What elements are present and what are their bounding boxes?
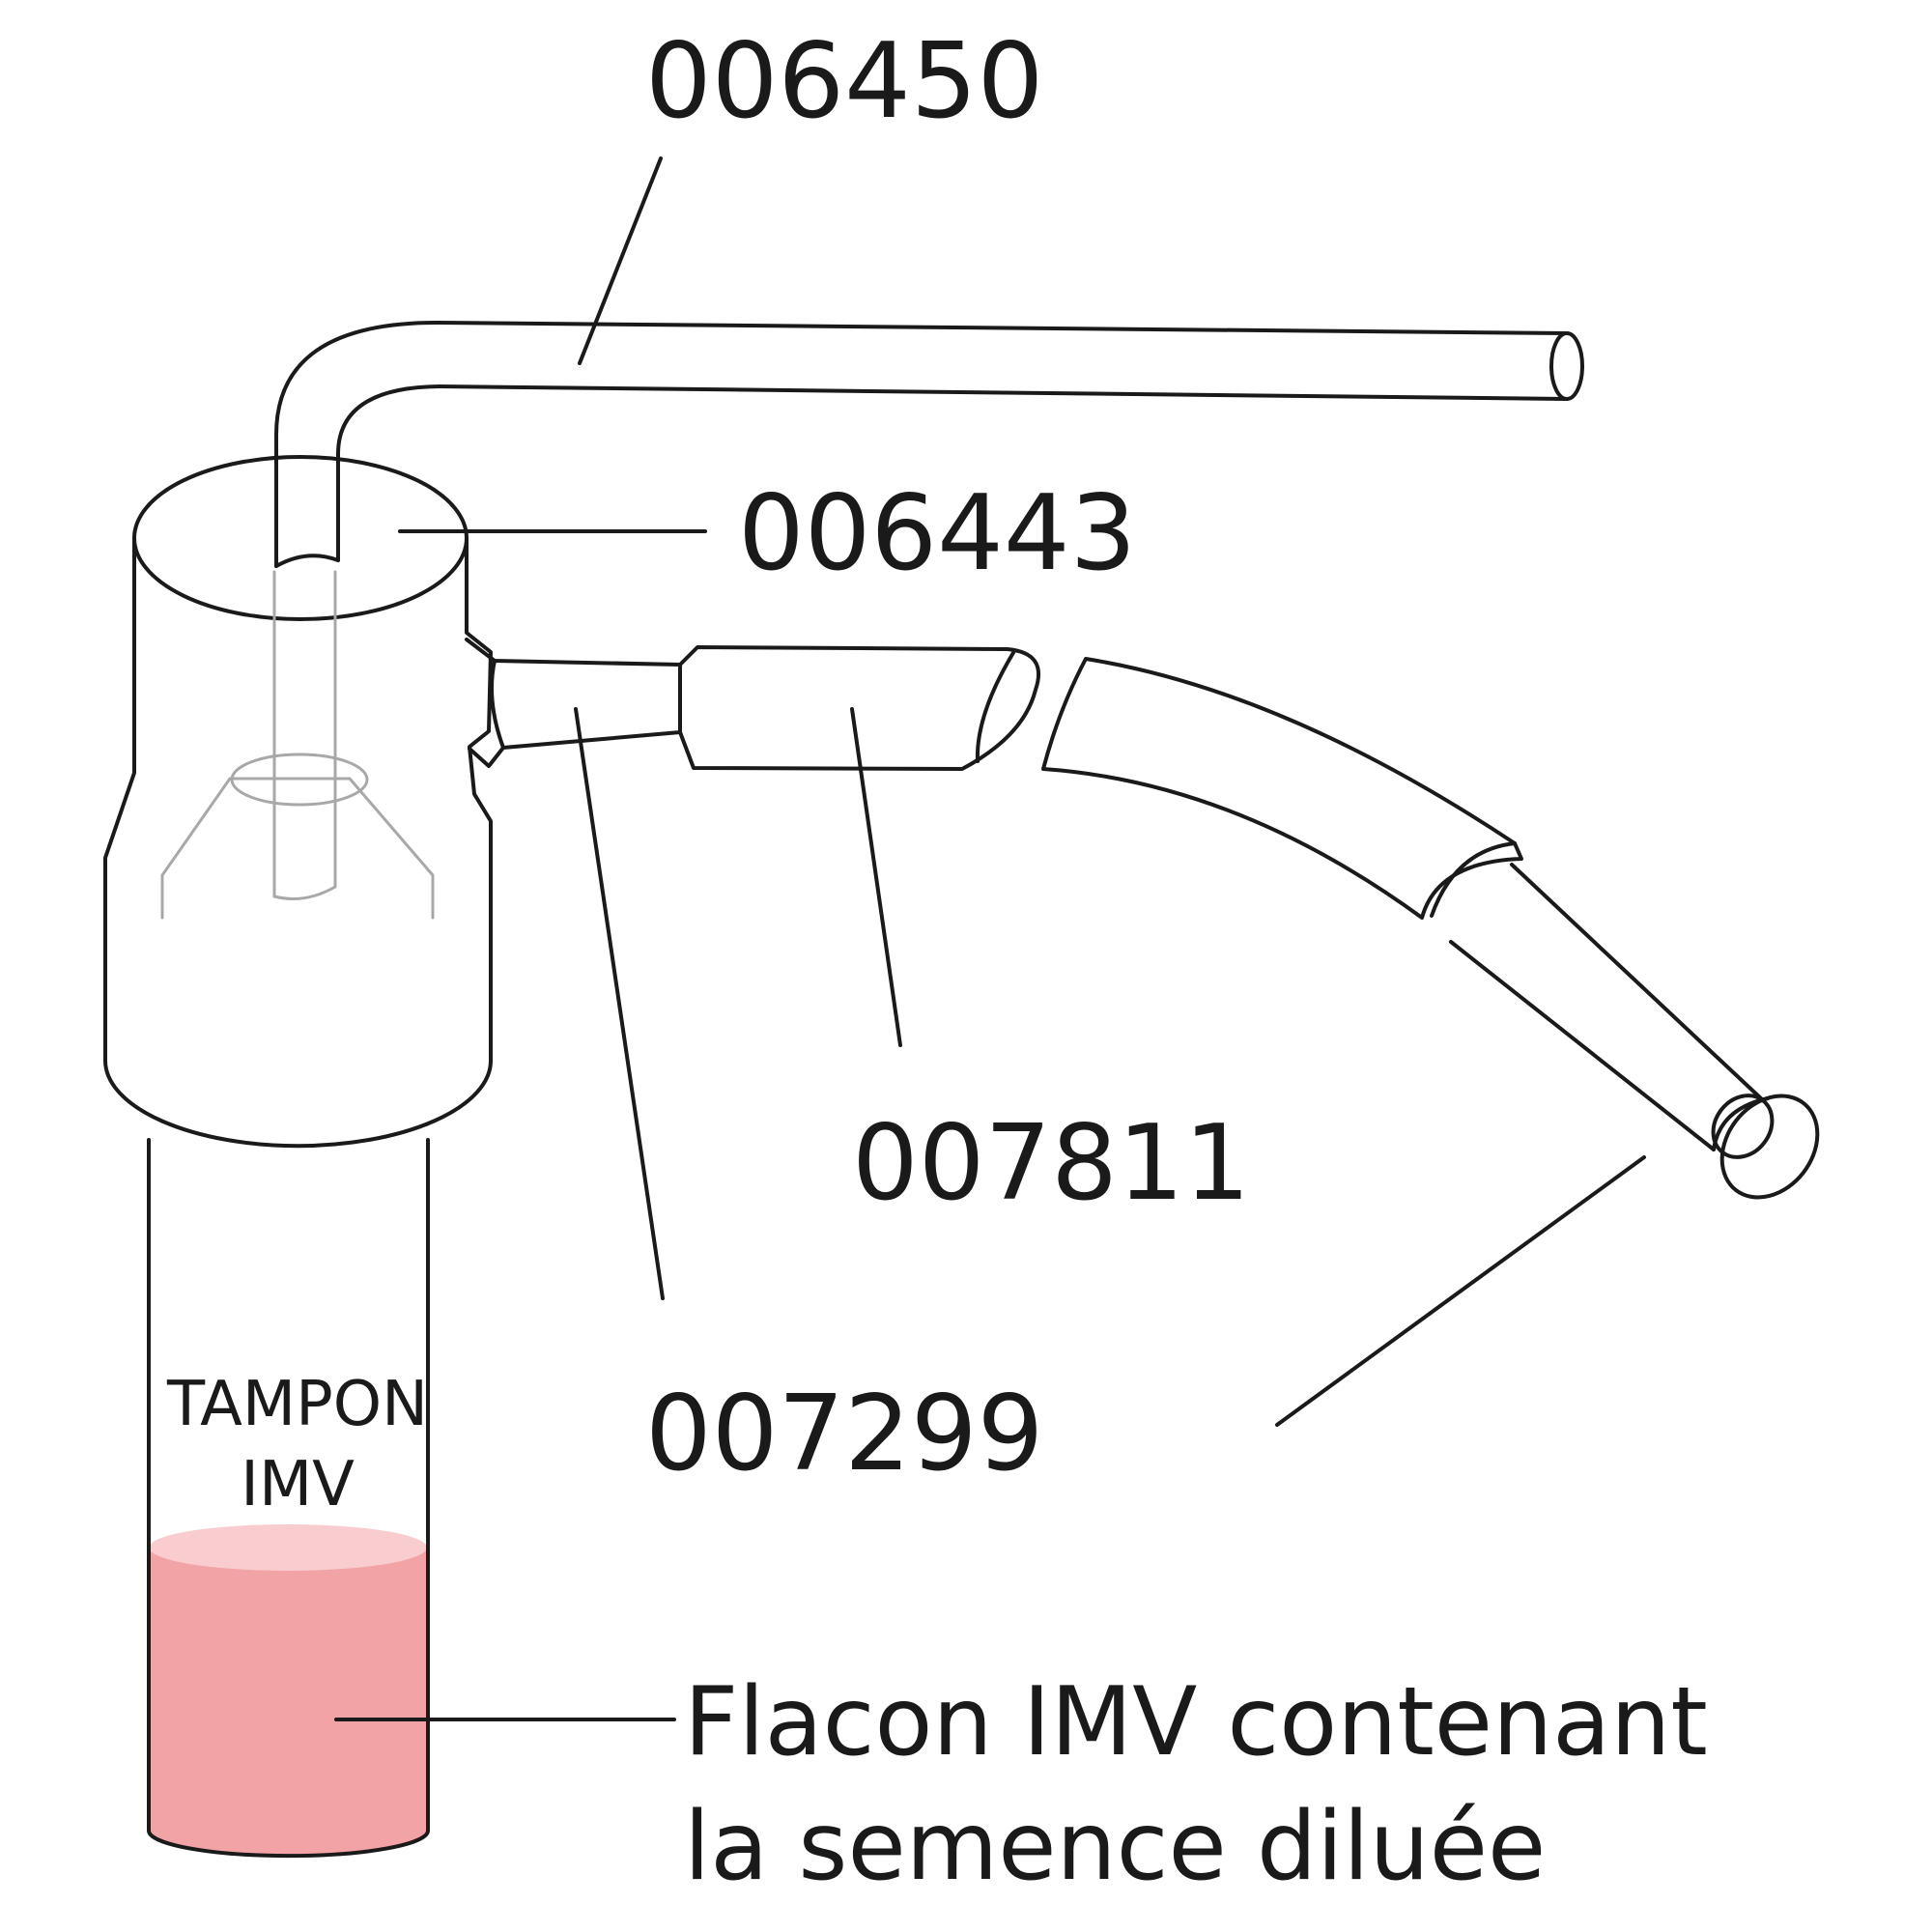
sleeve-end-ring xyxy=(1430,841,1517,918)
thin-tube-tip-back xyxy=(1712,1096,1770,1151)
tube-inner-edge xyxy=(336,384,1569,562)
leader-007299 xyxy=(574,707,665,1300)
leader-lines xyxy=(334,156,1646,1721)
liquid-fill xyxy=(149,1548,428,1857)
catheter xyxy=(1041,657,1820,1200)
leader-007811 xyxy=(850,707,902,1047)
side-port-007299 xyxy=(465,638,682,768)
sleeve-outline xyxy=(1041,657,1523,920)
liquid-surface xyxy=(149,1524,427,1571)
tube-label-imv: IMV xyxy=(241,1449,355,1520)
leader-catheter xyxy=(1275,1155,1646,1427)
needle-hidden xyxy=(272,570,337,900)
vial-outline xyxy=(147,1138,430,1859)
thin-tube-edges xyxy=(1449,863,1765,1151)
tip-opening-outer xyxy=(1719,1094,1820,1200)
label-007299: 007299 xyxy=(645,1374,1043,1494)
tip-opening-inner xyxy=(1711,1094,1775,1159)
bent-tube-006450 xyxy=(274,320,1584,568)
caption-line-2: la semence diluée xyxy=(684,1792,1546,1902)
tube-bottom-opening xyxy=(274,554,340,568)
tube-end-opening xyxy=(1549,331,1584,401)
label-006443: 006443 xyxy=(738,473,1136,594)
cap-006443 xyxy=(103,455,493,1149)
tube-outer-edge xyxy=(274,320,1569,568)
tube-label-tampon: TAMPON xyxy=(166,1369,428,1440)
vial xyxy=(147,1138,430,1859)
caption-line-1: Flacon IMV contenant xyxy=(684,1667,1708,1777)
cap-bottom xyxy=(103,1059,493,1149)
label-006450: 006450 xyxy=(645,21,1043,142)
cap-body xyxy=(103,536,493,1063)
cap-top xyxy=(132,455,469,621)
label-007811: 007811 xyxy=(852,1103,1250,1224)
coupling-007811 xyxy=(678,645,1041,771)
leader-006450 xyxy=(578,156,663,365)
vial-stopper-hidden xyxy=(160,753,435,920)
